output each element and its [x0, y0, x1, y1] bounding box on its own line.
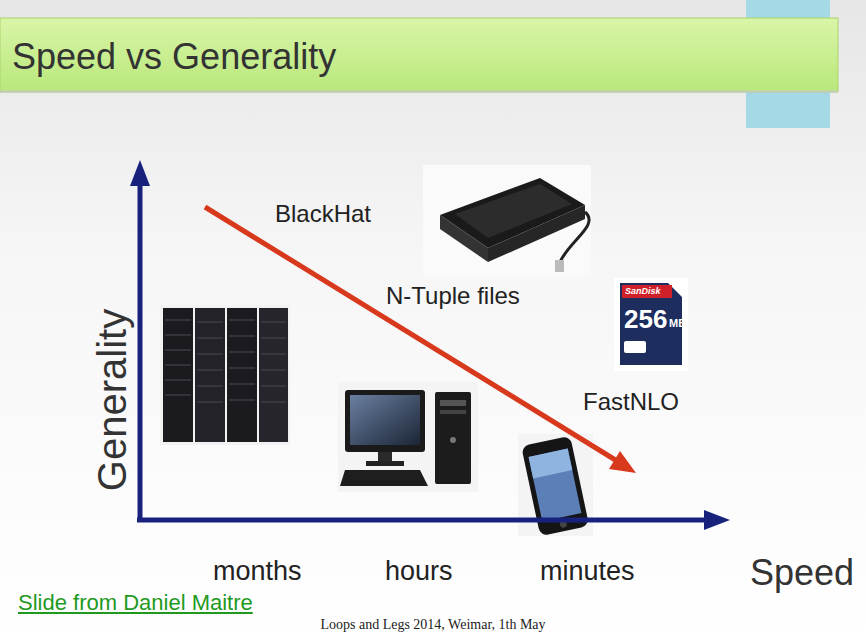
- method-label: N-Tuple files: [386, 284, 520, 308]
- title-band: [0, 18, 838, 92]
- trend-arrow: [205, 207, 636, 473]
- capacity-number: 256: [624, 306, 667, 332]
- sd-card: [614, 278, 688, 371]
- tick-label: minutes: [540, 558, 635, 585]
- hard-drive: [423, 165, 591, 277]
- method-label: BlackHat: [275, 202, 371, 226]
- method-label: FastNLO: [583, 390, 679, 414]
- tick-label: hours: [385, 558, 453, 585]
- axis-title: Speed: [750, 555, 854, 591]
- source-link: Slide from Daniel Maitre: [18, 592, 253, 614]
- brand-text: SanDisk: [625, 287, 661, 296]
- footer-caption: Loops and Legs 2014, Weimar, 1th May: [320, 618, 545, 632]
- server-racks: [160, 305, 290, 445]
- tick-label: months: [213, 558, 302, 585]
- capacity-unit: MB: [669, 318, 686, 329]
- axis-title: Generality: [92, 309, 132, 491]
- desktop-computer: [338, 382, 478, 492]
- slide-title: Speed vs Generality: [12, 39, 336, 75]
- axes: [130, 160, 730, 530]
- band-shadow: [0, 90, 838, 93]
